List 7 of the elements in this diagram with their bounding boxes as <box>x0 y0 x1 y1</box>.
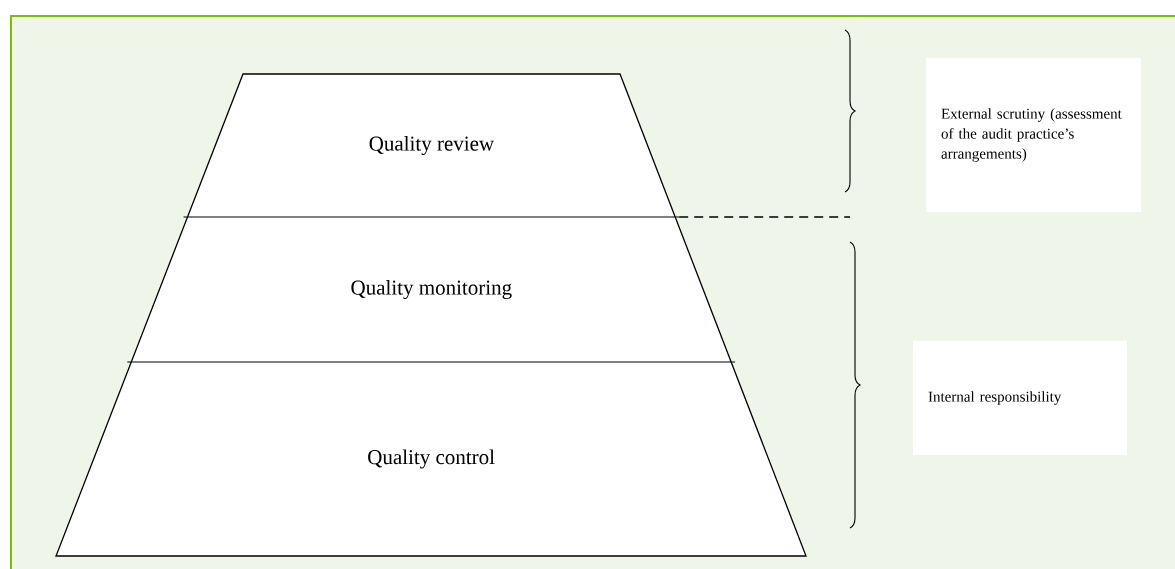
node-label: Quality review <box>369 135 495 156</box>
pyramid-band: Quality control <box>56 362 806 556</box>
node-label: Quality monitoring <box>351 279 512 300</box>
text-box: External scrutiny (assessment of the audit practice’s arrangements) <box>926 58 1141 212</box>
pyramid-band: Quality review <box>187 74 676 217</box>
text-box: Internal responsibility <box>913 341 1127 455</box>
node-label: Quality control <box>368 449 495 469</box>
